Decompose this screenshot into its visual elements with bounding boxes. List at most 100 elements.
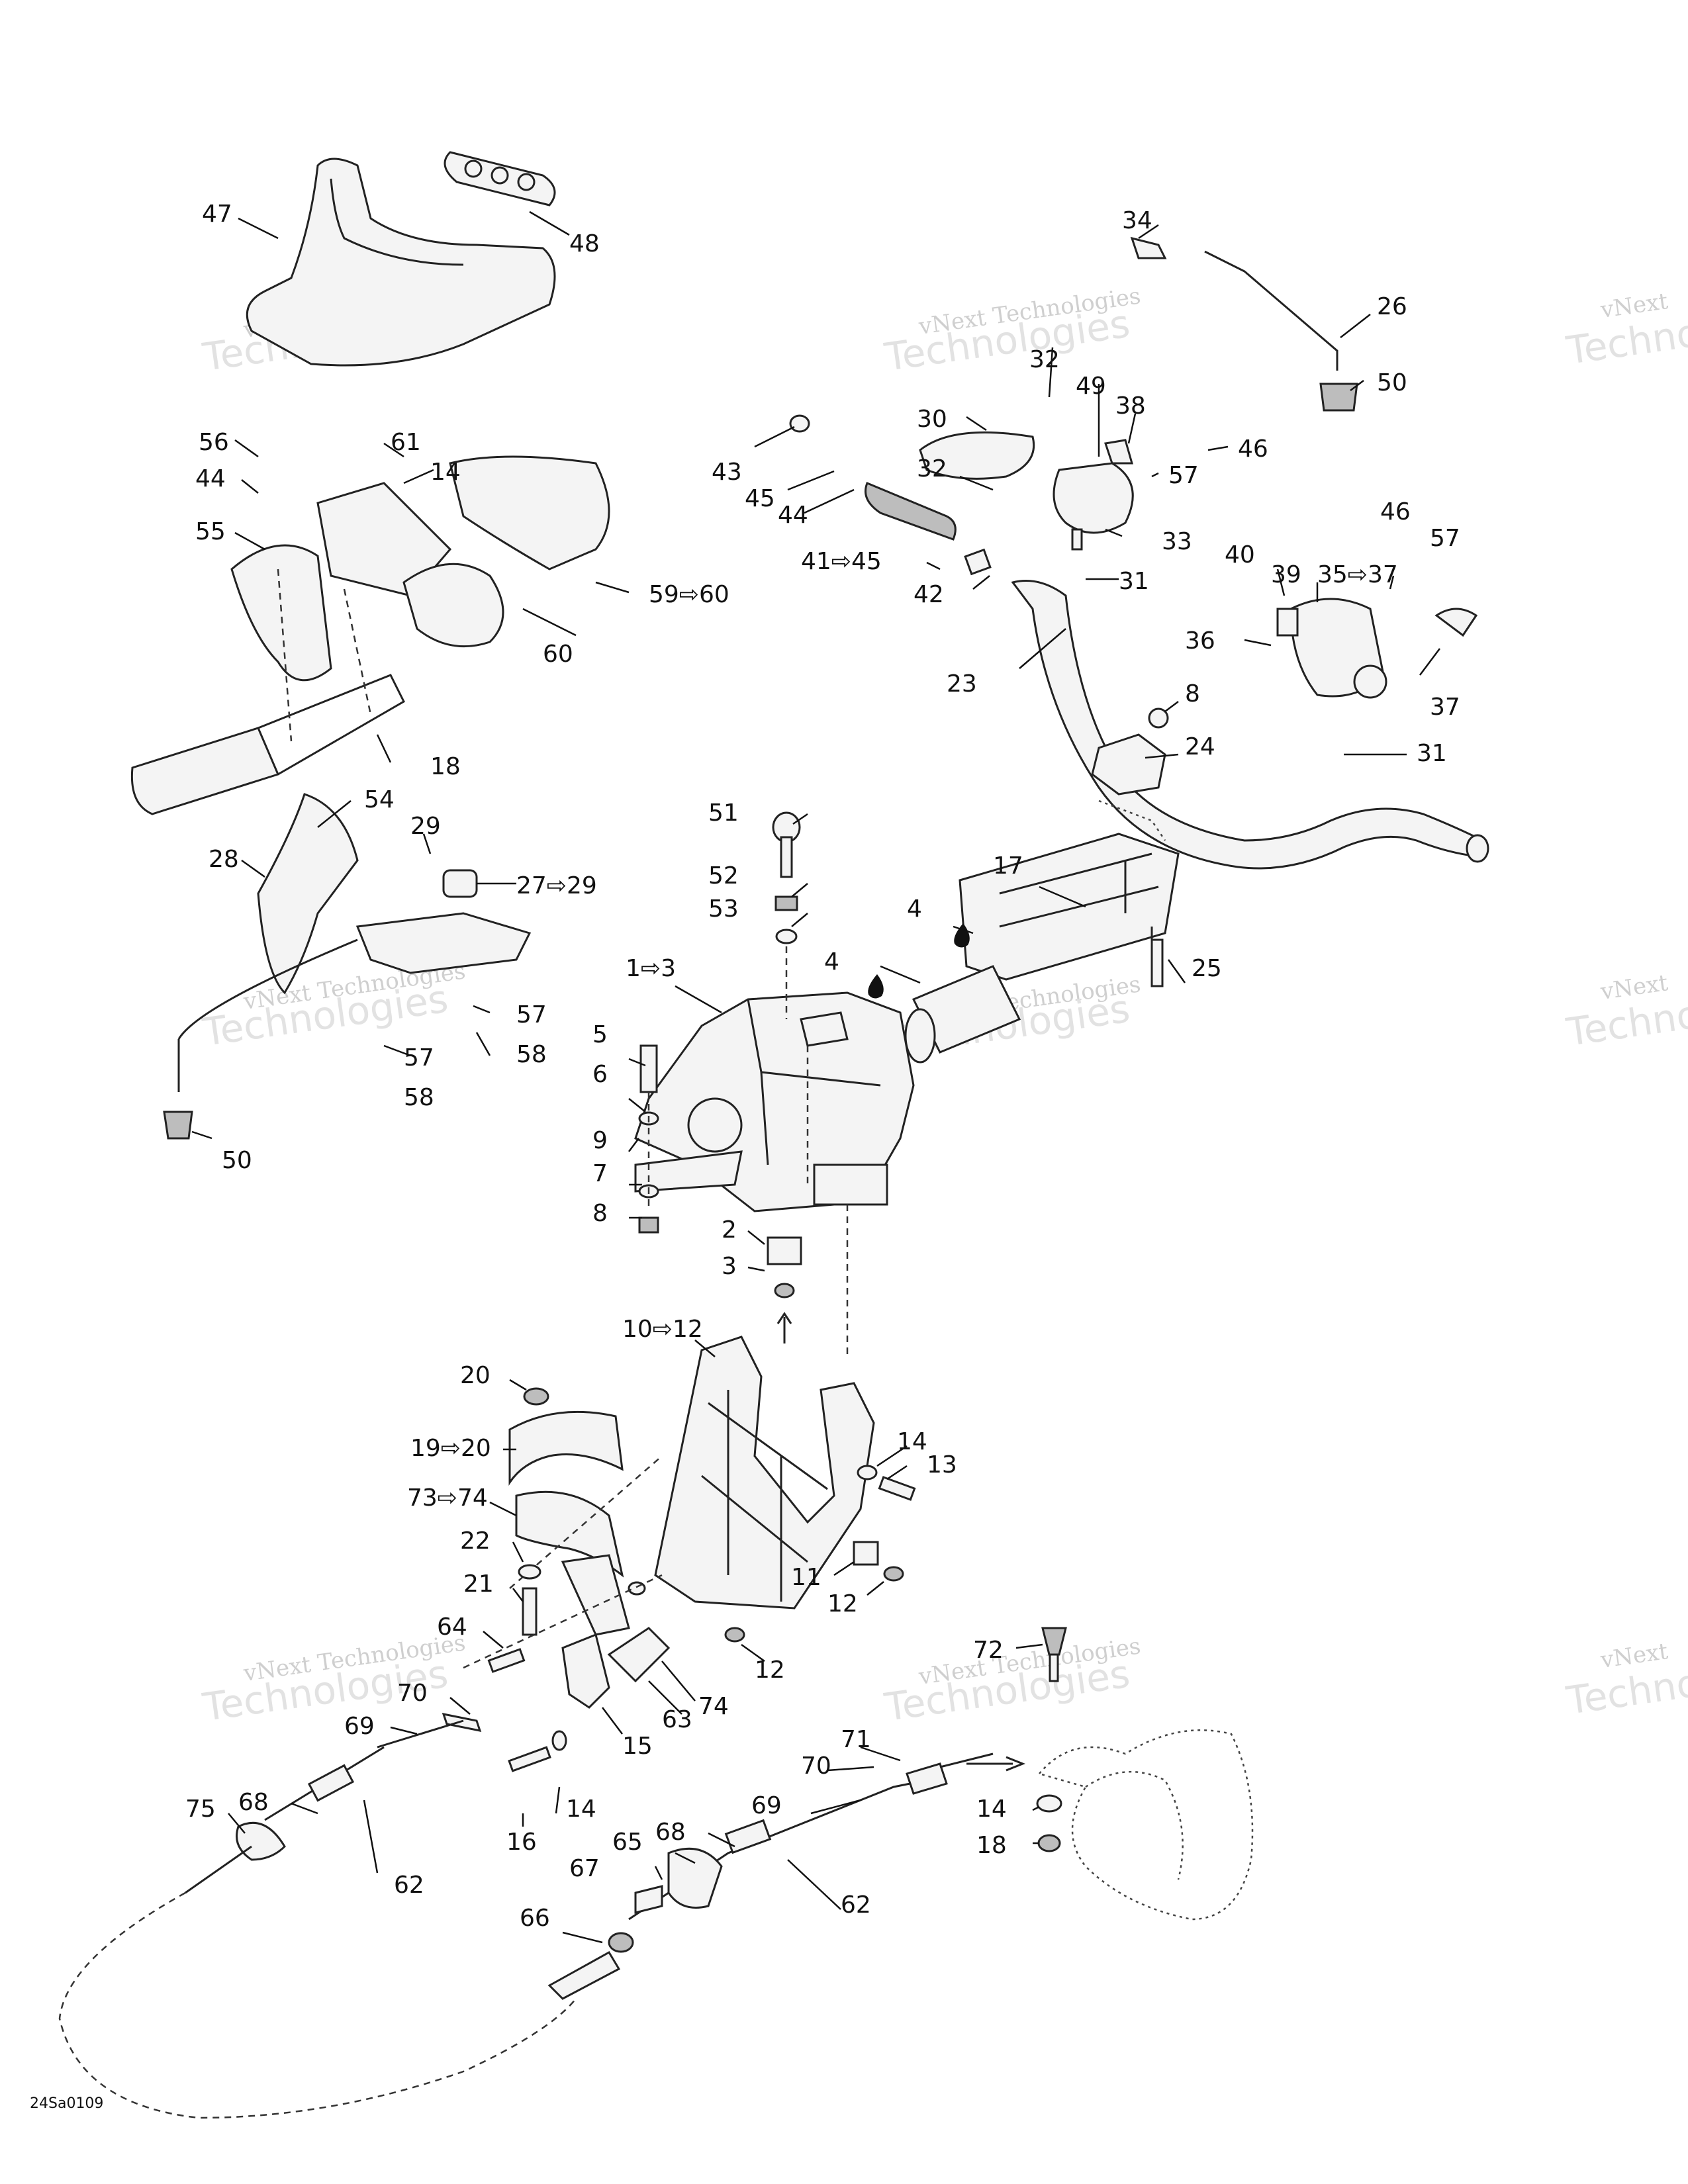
callout-label: 57 [404, 1044, 434, 1071]
callout-label: 20 [460, 1362, 491, 1389]
right-grip-part [789, 414, 992, 576]
callout-label: 69 [751, 1792, 782, 1819]
callout-label: 25 [1192, 955, 1222, 982]
callout-label: 2 [722, 1216, 737, 1244]
callout-label: 63 [662, 1706, 692, 1733]
callout-label: 68 [238, 1789, 269, 1816]
switch-housing-part [919, 431, 1134, 551]
callout-label: 39 [1271, 561, 1301, 588]
callout-label: 73⇨74 [407, 1484, 488, 1512]
callout-label: 70 [397, 1680, 428, 1707]
arm-bolt-part [508, 1730, 567, 1772]
callout-label: 29 [410, 813, 441, 840]
support-bracket-part [654, 1336, 875, 1610]
callout-label: 50 [222, 1147, 252, 1174]
callout-label: 1⇨3 [626, 955, 676, 982]
callout-label: 53 [708, 895, 739, 923]
handlebar-part [1011, 580, 1489, 870]
parts-artwork [58, 151, 1489, 2119]
column-bolt-part [1124, 860, 1164, 987]
callout-label: 58 [404, 1084, 434, 1111]
callout-label: 44 [778, 502, 808, 529]
steering-housing-part [634, 991, 915, 1212]
callout-label: 16 [506, 1829, 537, 1856]
callout-label: 32 [917, 455, 947, 482]
callout-label: 7 [592, 1160, 608, 1187]
callout-label: 49 [1076, 373, 1106, 400]
callout-label: 12 [827, 1590, 858, 1617]
callout-label: 51 [708, 799, 739, 827]
callout-label: 59⇨60 [649, 581, 729, 608]
left-grip-part [130, 569, 405, 815]
callout-label: 18 [430, 753, 461, 780]
callout-label: 14 [566, 1796, 596, 1823]
callout-label: 27⇨29 [516, 872, 597, 899]
callout-label: 75 [185, 1796, 216, 1823]
callout-label: 66 [520, 1905, 550, 1932]
callout-label: 71 [841, 1726, 871, 1753]
choke-cable-part [1130, 236, 1358, 412]
callout-label: 38 [1115, 392, 1146, 420]
callout-label: 23 [947, 670, 977, 698]
callout-label: 42 [914, 581, 944, 608]
callout-label: 34 [1122, 207, 1152, 234]
callout-label: 8 [1185, 680, 1200, 707]
callout-label: 65 [612, 1829, 643, 1856]
callout-label: 33 [1162, 528, 1192, 555]
callout-label: 14 [430, 459, 461, 486]
column-clamp-part [508, 1387, 663, 1636]
callout-label: 70 [801, 1752, 831, 1780]
callout-label: 44 [195, 465, 226, 492]
callout-label: 67 [569, 1855, 600, 1882]
callout-label: 57 [1168, 462, 1199, 489]
jet-nozzle-part [939, 1627, 1254, 1921]
callout-label: 6 [592, 1061, 608, 1088]
callout-label: 61 [391, 429, 421, 456]
callout-label: 3 [722, 1253, 737, 1280]
callout-label: 43 [712, 459, 742, 486]
callout-label: 8 [592, 1200, 608, 1227]
callout-label: 52 [708, 862, 739, 889]
steering-arm-part [463, 1574, 671, 1709]
bracket-hardware-part [724, 1465, 916, 1643]
callout-label: 68 [655, 1819, 686, 1846]
callout-label: 19⇨20 [410, 1435, 491, 1462]
callout-label: 28 [209, 846, 239, 873]
callout-label: 24 [1185, 733, 1215, 760]
spacer-part [767, 1205, 849, 1357]
callout-label: 17 [993, 852, 1023, 880]
diagram-code: 24Sa0109 [30, 2095, 103, 2112]
callout-label: 46 [1238, 435, 1268, 463]
callout-labels: 47 48 56 61 14 44 55 59⇨60 60 18 54 28 2… [185, 201, 1460, 1932]
callout-label: 40 [1225, 541, 1255, 569]
callout-label: 41⇨45 [801, 548, 882, 575]
callout-label: 60 [543, 641, 573, 668]
callout-label: 4 [824, 948, 839, 976]
callout-label: 14 [976, 1796, 1007, 1823]
callout-label: 26 [1377, 293, 1407, 320]
callout-label: 15 [622, 1733, 653, 1760]
callout-label: 64 [437, 1614, 467, 1641]
callout-label: 32 [1029, 346, 1060, 373]
callout-label: 57 [1430, 525, 1460, 552]
leader-lines [191, 210, 1440, 1944]
callout-label: 46 [1380, 498, 1411, 525]
callout-label: 57 [516, 1001, 547, 1028]
callout-label: 18 [976, 1832, 1007, 1859]
callout-label: 30 [917, 406, 947, 433]
callout-label: 55 [195, 518, 226, 545]
callout-label: 47 [202, 201, 232, 228]
handlebar-cover-part [246, 158, 556, 367]
callout-label: 45 [745, 485, 775, 512]
callout-label: 50 [1377, 369, 1407, 396]
callout-label: 31 [1119, 568, 1149, 595]
callout-label: 12 [755, 1657, 785, 1684]
callout-label: 56 [199, 429, 229, 456]
clamp-bolt-part [518, 1564, 541, 1636]
callout-label: 48 [569, 230, 600, 257]
callout-label: 35⇨37 [1317, 561, 1398, 588]
callout-label: 14 [897, 1428, 927, 1455]
callout-label: 31 [1417, 740, 1447, 767]
callout-label: 62 [841, 1891, 871, 1919]
